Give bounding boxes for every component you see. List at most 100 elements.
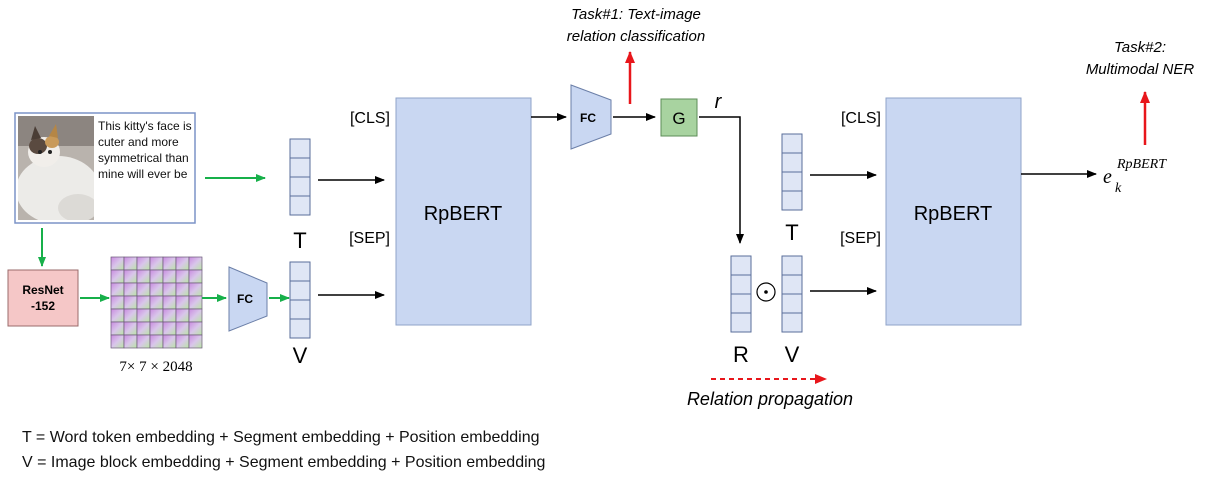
tweet-text: This kitty's face is cuter and more symm… <box>98 119 192 181</box>
feature-map-cell <box>175 334 190 349</box>
feature-map-cell <box>162 308 177 323</box>
gate-block <box>660 98 698 137</box>
feature-map-cell <box>136 295 151 310</box>
task2-line2: Multimodal NER <box>1086 61 1195 78</box>
feature-map-cell <box>162 256 177 271</box>
fc-relation-label: FC <box>580 111 596 125</box>
feature-map-cell <box>175 308 190 323</box>
feature-map-cell <box>110 269 125 284</box>
visual-embedding-2-cell <box>781 255 803 276</box>
feature-map-cell <box>136 334 151 349</box>
visual-embedding-column-2 <box>781 255 803 333</box>
output-base: e <box>1103 166 1112 188</box>
text-embedding-2-cell <box>781 133 803 154</box>
relation-embedding-cell <box>730 312 752 333</box>
feature-map-cell <box>162 334 177 349</box>
relation-embedding-label: R <box>733 342 749 367</box>
feature-map-cell <box>123 321 138 336</box>
feature-map-cell <box>123 269 138 284</box>
visual-embedding-cell <box>289 261 311 282</box>
hadamard-dot <box>764 290 768 294</box>
text-embedding-label: T <box>293 228 306 253</box>
feature-map-cell <box>136 282 151 297</box>
rpbert-1-label: RpBERT <box>424 203 503 225</box>
relation-variable: r <box>715 91 723 113</box>
feature-map-cell <box>175 295 190 310</box>
legend-v-definition: V = Image block embedding + Segment embe… <box>22 454 546 471</box>
rpbert-block-1 <box>395 97 532 326</box>
visual-embedding-column <box>289 261 311 339</box>
text-embedding-cell <box>289 138 311 159</box>
feature-map-cell <box>162 282 177 297</box>
feature-map-cell <box>123 256 138 271</box>
feature-map-cell <box>175 269 190 284</box>
fc-visual-block <box>228 266 268 332</box>
feature-map-cell <box>162 321 177 336</box>
visual-embedding-2-cell <box>781 293 803 314</box>
feature-map-cell <box>110 282 125 297</box>
fc-relation-block <box>570 84 612 150</box>
feature-map-cell <box>188 256 203 271</box>
feature-map-cell <box>136 321 151 336</box>
feature-map-cell <box>110 321 125 336</box>
feature-map-cell <box>149 282 164 297</box>
relation-embedding-cell <box>730 255 752 276</box>
task1-line1: Task#1: Text-image <box>571 6 701 23</box>
feature-map-cell <box>149 334 164 349</box>
resnet-label-line2: -152 <box>31 299 55 313</box>
feature-map-cell <box>123 282 138 297</box>
visual-embedding-2-cell <box>781 274 803 295</box>
feature-map-cell <box>175 282 190 297</box>
feature-map-cell <box>136 269 151 284</box>
visual-embedding-2-cell <box>781 312 803 333</box>
feature-map-cell <box>149 321 164 336</box>
cls-token-1: [CLS] <box>350 110 390 127</box>
sep-token-1: [SEP] <box>349 230 390 247</box>
gate-to-r-arrow <box>699 116 744 244</box>
resnet-box <box>7 269 79 327</box>
feature-map-cell <box>136 256 151 271</box>
feature-map-grid <box>110 256 203 349</box>
task1-line2: relation classification <box>567 28 705 45</box>
feature-map-cell <box>149 295 164 310</box>
output-subscript: k <box>1115 181 1122 196</box>
legend-t-definition: T = Word token embedding + Segment embed… <box>22 429 540 446</box>
input-tweet-card <box>14 112 196 224</box>
task2-line1: Task#2: <box>1114 39 1166 56</box>
relation-embedding-cell <box>730 293 752 314</box>
cat-photo <box>18 116 94 220</box>
text-embedding-2-cell <box>781 171 803 192</box>
output-superscript: RpBERT <box>1116 157 1167 172</box>
resnet-label-line1: ResNet <box>22 283 63 297</box>
feature-map-cell <box>188 321 203 336</box>
relation-embedding-column <box>730 255 752 333</box>
relation-embedding-cell <box>730 274 752 295</box>
feature-map-cell <box>123 295 138 310</box>
feature-map-cell <box>149 308 164 323</box>
feature-map-cell <box>110 295 125 310</box>
feature-map-cell <box>110 256 125 271</box>
feature-map-cell <box>175 256 190 271</box>
feature-map-cell <box>149 256 164 271</box>
feature-map-cell <box>188 269 203 284</box>
text-embedding-cell <box>289 195 311 216</box>
text-embedding-cell <box>289 157 311 178</box>
feature-map-cell <box>188 282 203 297</box>
text-embedding-2-cell <box>781 152 803 173</box>
feature-map-cell <box>188 295 203 310</box>
text-embedding-label-2: T <box>785 220 798 245</box>
visual-embedding-label: V <box>293 343 308 368</box>
feature-map-cell <box>123 308 138 323</box>
text-embedding-cell <box>289 176 311 197</box>
rpbert-block-2 <box>885 97 1022 326</box>
cls-token-2: [CLS] <box>841 110 881 127</box>
rpbert-2-label: RpBERT <box>914 203 993 225</box>
visual-embedding-cell <box>289 299 311 320</box>
feature-map-cell <box>162 295 177 310</box>
visual-embedding-label-2: V <box>785 342 800 367</box>
feature-map-dims: 7× 7 × 2048 <box>119 359 192 375</box>
text-embedding-column <box>289 138 311 216</box>
fc-visual-label: FC <box>237 292 253 306</box>
feature-map-cell <box>162 269 177 284</box>
